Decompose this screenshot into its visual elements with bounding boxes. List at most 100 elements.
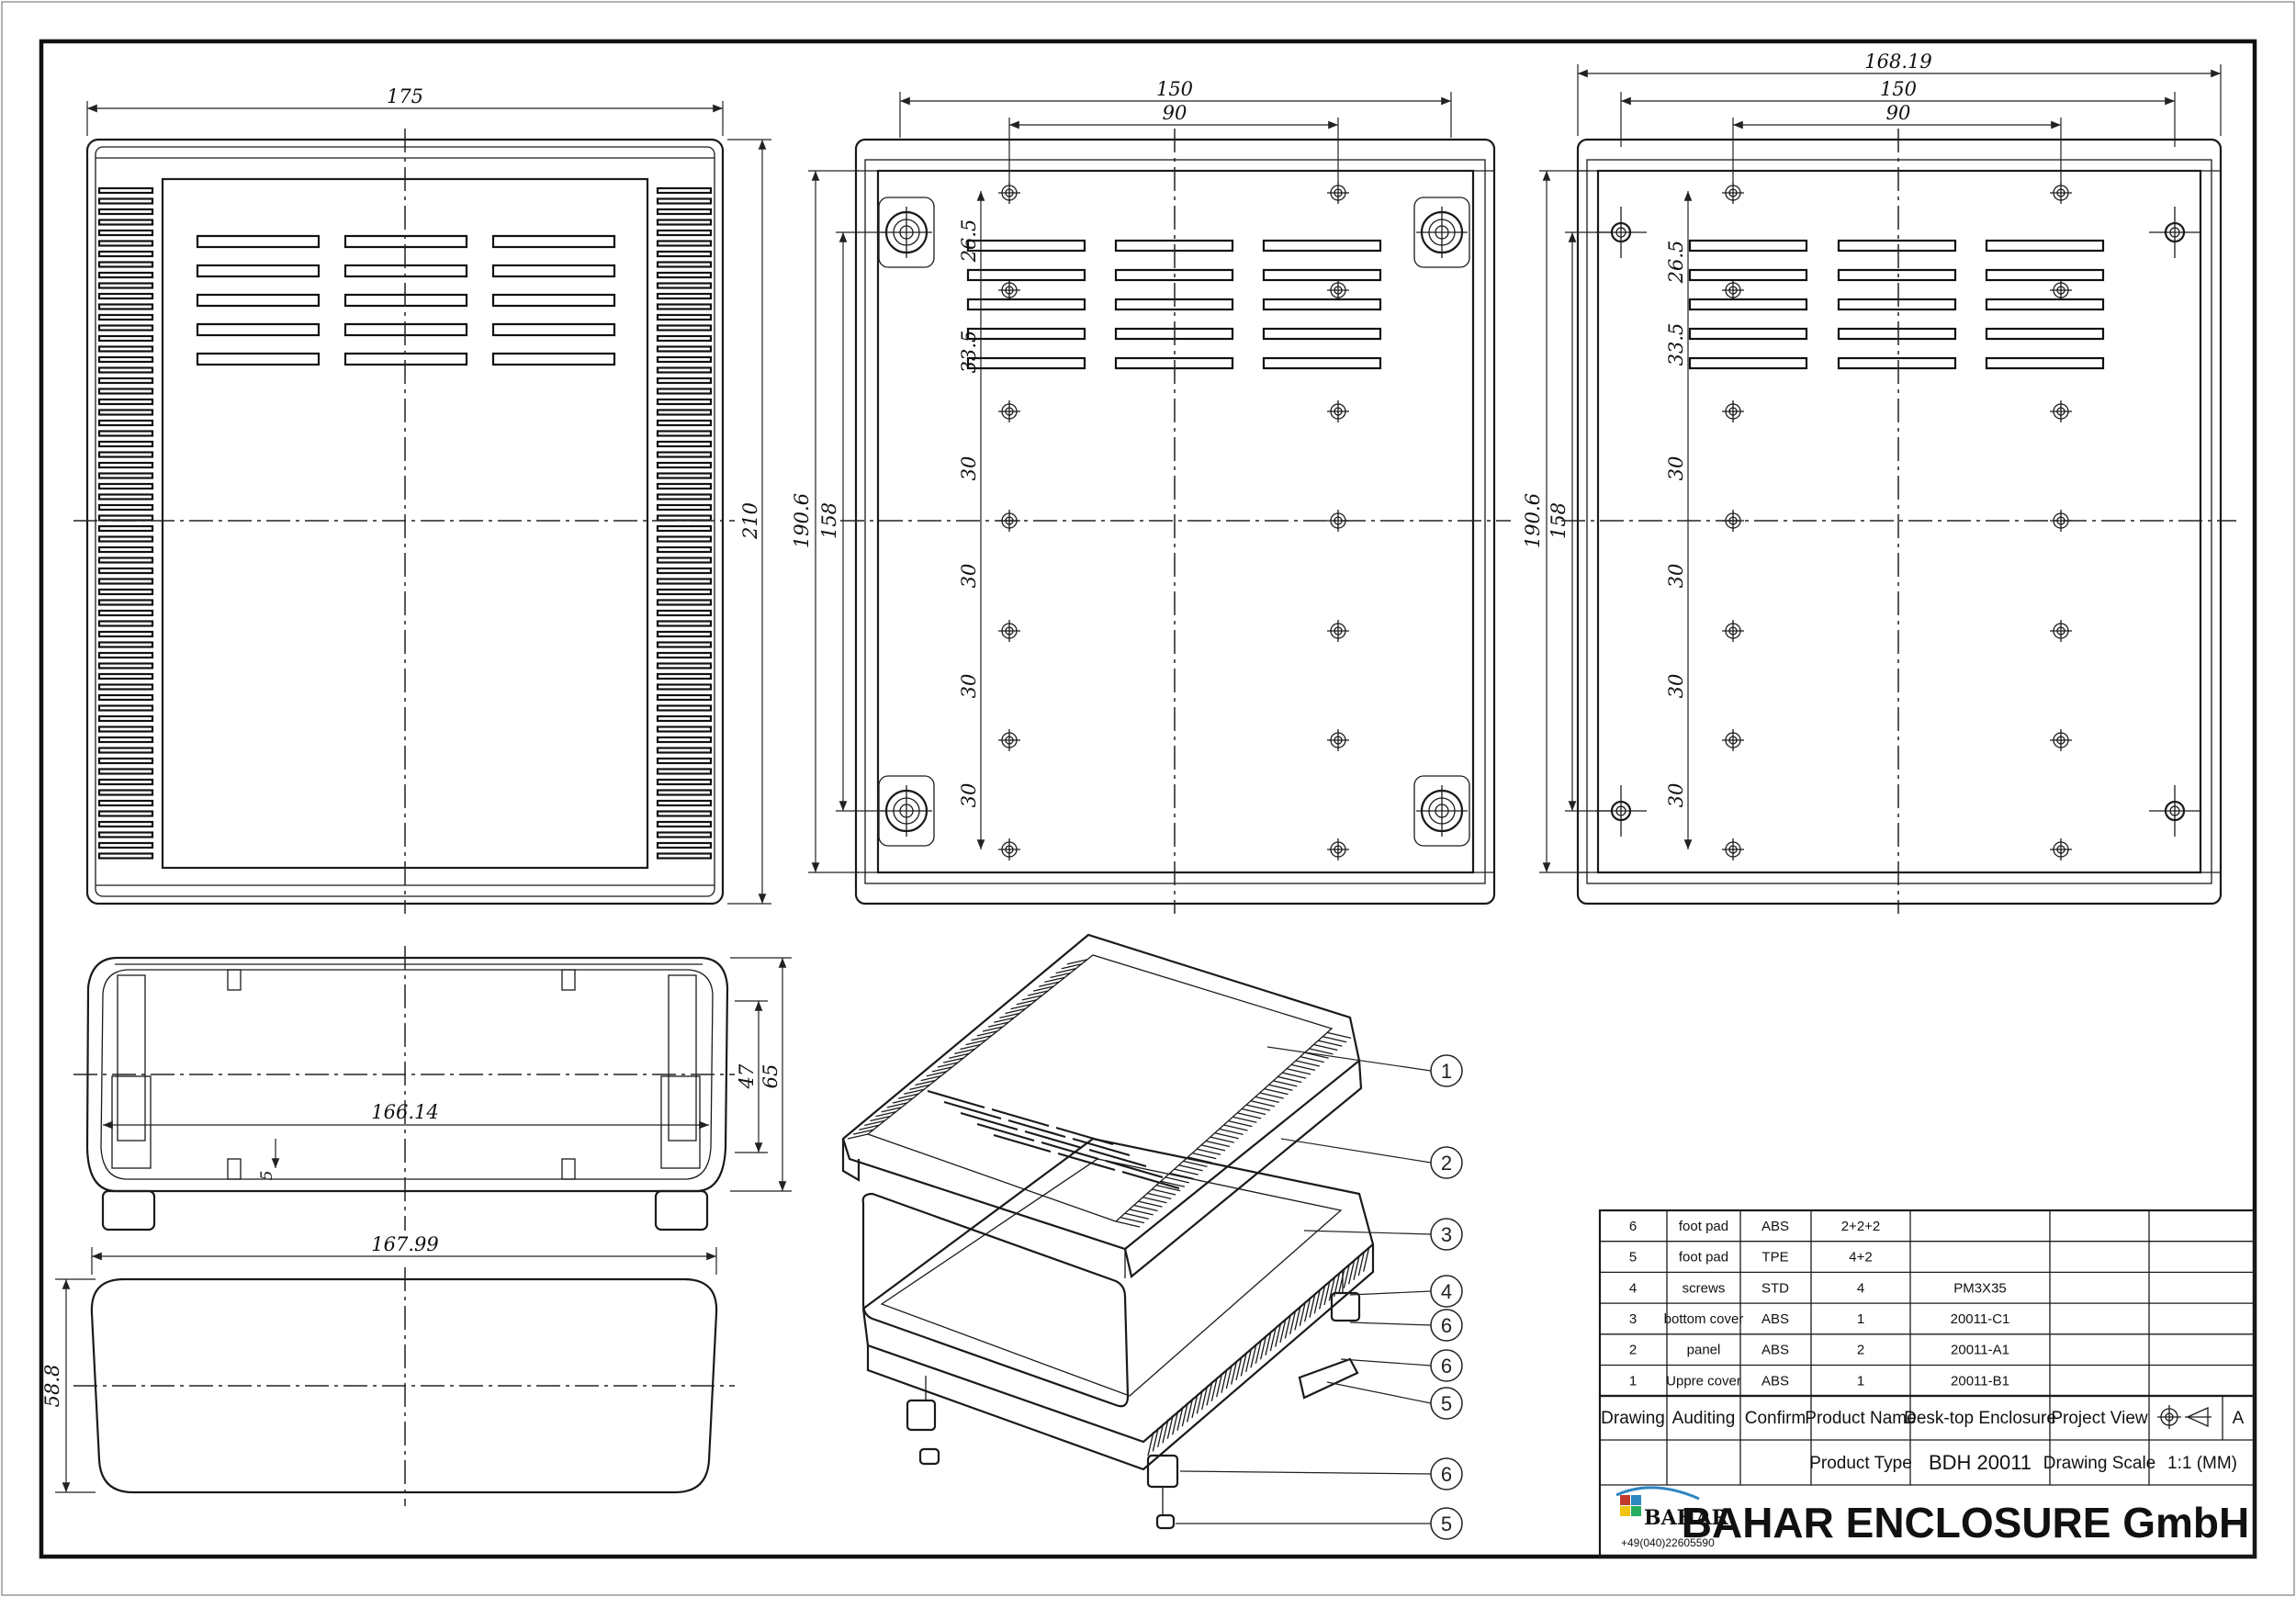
rib [656, 345, 713, 353]
rib [1115, 1220, 1141, 1228]
rib [97, 683, 154, 691]
rib [1219, 1128, 1244, 1136]
rib [97, 208, 154, 216]
rib [994, 1017, 1015, 1023]
rib [864, 1119, 885, 1127]
bottom-view-vent-slots [966, 239, 1382, 370]
dim-front-outer-height: 65 [760, 1064, 782, 1089]
vent-slot [1121, 1170, 1180, 1190]
rib [97, 514, 154, 522]
rib [656, 313, 713, 321]
dim-right-inner-width: 90 [1886, 102, 1911, 124]
rib [656, 219, 713, 226]
rib [1260, 1335, 1267, 1360]
rib [97, 261, 154, 268]
part-balloon [1430, 1507, 1463, 1540]
rib [897, 1093, 919, 1099]
vent-slot [1105, 1159, 1164, 1179]
dim-front-inner-width: 166.14 [371, 1101, 438, 1123]
rib [656, 641, 713, 648]
rib [1281, 1072, 1307, 1079]
rib [97, 599, 154, 606]
rib [1304, 1298, 1311, 1322]
rib [1005, 1007, 1026, 1015]
rib [1273, 1080, 1298, 1087]
tb-drawing-scale: 1:1 (MM) [2167, 1454, 2237, 1473]
rib [656, 482, 713, 490]
dim-bottom-outer-width: 150 [1156, 78, 1193, 100]
projection-symbol-icon [2157, 1405, 2212, 1429]
dim-top-width: 175 [387, 85, 423, 107]
rib [870, 1115, 891, 1122]
rib [1255, 1096, 1279, 1104]
bottom-view-mounting-holes [998, 182, 1349, 860]
rib [656, 503, 713, 512]
rib [1191, 1393, 1199, 1419]
rib [97, 588, 154, 596]
rib [656, 524, 713, 533]
dim-right-pitch-2: 33.5 [1665, 323, 1687, 366]
vent-slot [196, 293, 321, 308]
rib [97, 768, 154, 775]
dim-panel-height: 58.8 [41, 1365, 63, 1408]
iso-bottom-ribs [1147, 1247, 1370, 1456]
rib [1066, 959, 1088, 965]
rib [1050, 972, 1071, 979]
rib [1061, 963, 1082, 970]
rib [1120, 1216, 1145, 1224]
rib [656, 430, 713, 437]
rib [97, 789, 154, 796]
rib [960, 1043, 981, 1051]
rib [97, 493, 154, 500]
vent-slot [491, 322, 616, 337]
rib [97, 440, 154, 448]
rib [1268, 1084, 1293, 1091]
bom-cell: 1 [1629, 1373, 1637, 1389]
balloon-label: 1 [1441, 1060, 1452, 1083]
vent-slot [196, 352, 321, 366]
rib [97, 799, 154, 807]
rib [97, 852, 154, 860]
rib [1290, 1063, 1316, 1072]
balloon-label: 6 [1441, 1355, 1452, 1378]
dim-top-height: 210 [739, 502, 761, 540]
rib [1133, 1204, 1158, 1212]
rib [97, 831, 154, 838]
vent-slot [1837, 268, 1957, 282]
rib [1206, 1381, 1213, 1406]
rib [1142, 1197, 1167, 1204]
rib [915, 1079, 936, 1086]
rib [909, 1084, 930, 1091]
vent-slot [1262, 356, 1382, 370]
rib [1196, 1148, 1221, 1155]
part-balloon [1430, 1387, 1463, 1420]
rib [1196, 1389, 1203, 1414]
vent-slot [1072, 1137, 1131, 1157]
vent-slot [1985, 239, 2105, 253]
vent-slot [196, 322, 321, 337]
rib [97, 366, 154, 374]
balloon-label: 3 [1441, 1223, 1452, 1246]
vent-slot [343, 293, 468, 308]
rib [97, 672, 154, 680]
bom-cell: STD [1761, 1280, 1789, 1296]
vent-slot [343, 352, 468, 366]
tb-phone: +49(040)22605590 [1621, 1536, 1715, 1549]
bom-cell: bottom cover [1664, 1311, 1744, 1327]
bom-cell: 2+2+2 [1841, 1219, 1881, 1234]
rib [1277, 1075, 1302, 1084]
rib [97, 535, 154, 543]
vent-slot [960, 1111, 1019, 1131]
rib [1363, 1247, 1370, 1272]
vent-slot [196, 264, 321, 278]
vent-slot [1262, 239, 1382, 253]
rib [1289, 1310, 1297, 1335]
bahar-logo: BAHAR [1615, 1486, 1729, 1530]
balloon-label: 2 [1441, 1152, 1452, 1175]
rib [1237, 1112, 1262, 1119]
rib [1138, 1200, 1163, 1208]
rib [1269, 1326, 1277, 1352]
rib [1192, 1152, 1217, 1160]
